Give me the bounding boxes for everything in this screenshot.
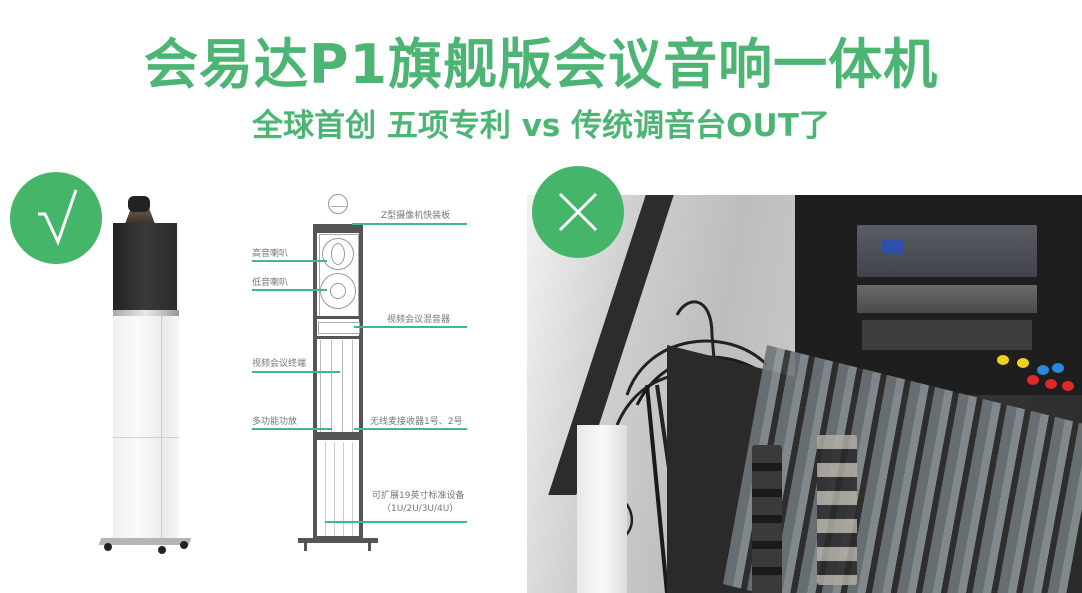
diagram-base (298, 538, 378, 543)
diagram-foot (304, 543, 307, 551)
diagram-line (342, 340, 343, 432)
label-woofer: 低音喇叭 (252, 278, 289, 288)
label-mixer: 视频会议混音器 (387, 315, 451, 325)
camera-icon (128, 196, 150, 212)
woofer-inner (330, 283, 346, 299)
leader-line (252, 289, 327, 291)
leader-line (354, 326, 467, 328)
jack-inputs (817, 435, 857, 585)
label-video-terminal: 视频会议终端 (252, 359, 307, 369)
leader-line (354, 428, 467, 430)
traditional-mixing-console-photo (527, 195, 1082, 593)
page-subtitle: 全球首创 五项专利 vs 传统调音台OUT了 (252, 108, 830, 144)
diagram-line (331, 340, 332, 432)
knob-blue (1052, 363, 1064, 373)
leader-line (252, 428, 332, 430)
cross-icon (558, 192, 598, 232)
tower-metal-ring (113, 310, 179, 316)
diagram-divider (313, 336, 363, 339)
tower-base (98, 538, 192, 545)
diagram-camera-icon (328, 194, 348, 214)
diagram-foot (368, 543, 371, 551)
rack-amp-unit (857, 285, 1037, 313)
diagram-line (352, 340, 353, 432)
tweeter-icon (322, 238, 354, 270)
cross-badge (532, 166, 624, 258)
diagram-top-plate (313, 224, 363, 233)
cable-duct (577, 425, 627, 593)
page-title: 会易达P1旗舰版会议音响一体机 (143, 33, 939, 96)
tower-body (113, 316, 162, 538)
woofer-icon (320, 273, 356, 309)
knob-red (1062, 381, 1074, 391)
tower-speaker-grille (113, 223, 177, 311)
tower-seam (113, 437, 179, 438)
wheel-icon (158, 546, 166, 554)
check-icon (38, 189, 78, 246)
diagram-rail (352, 442, 353, 536)
leader-line (252, 371, 340, 373)
tweeter-inner (331, 243, 345, 265)
rack-display (882, 240, 904, 254)
diagram-line (320, 340, 321, 432)
diagram-rail (325, 442, 326, 536)
wheel-icon (104, 543, 112, 551)
label-amplifier: 多功能功放 (252, 417, 298, 427)
knob-blue (1037, 365, 1049, 375)
diagram-rail (343, 442, 344, 536)
label-wireless-receiver: 无线麦接收器1号、2号 (370, 417, 463, 427)
diagram-rail (334, 442, 335, 536)
label-tweeter: 高音喇叭 (252, 249, 289, 259)
wheel-icon (180, 541, 188, 549)
knob-red (1027, 375, 1039, 385)
label-camera-plate: Z型摄像机快装板 (381, 211, 451, 221)
rack-processor-unit (862, 320, 1032, 350)
label-expandable: 可扩展19英寸标准设备 (372, 491, 465, 501)
leader-line (352, 223, 467, 225)
knob-yellow (997, 355, 1009, 365)
check-badge (10, 172, 102, 264)
camera-mount (125, 208, 155, 224)
leader-line (252, 260, 327, 262)
diagram-divider (313, 432, 363, 440)
knob-yellow (1017, 358, 1029, 368)
xlr-inputs (752, 445, 782, 593)
label-rack-units: （1U/2U/3U/4U） (382, 504, 459, 514)
diagram-camera-mount (322, 206, 356, 225)
diagram-mixer-unit (318, 322, 360, 334)
diagram-divider (313, 316, 363, 319)
leader-line (325, 521, 467, 523)
knob-red (1045, 379, 1057, 389)
